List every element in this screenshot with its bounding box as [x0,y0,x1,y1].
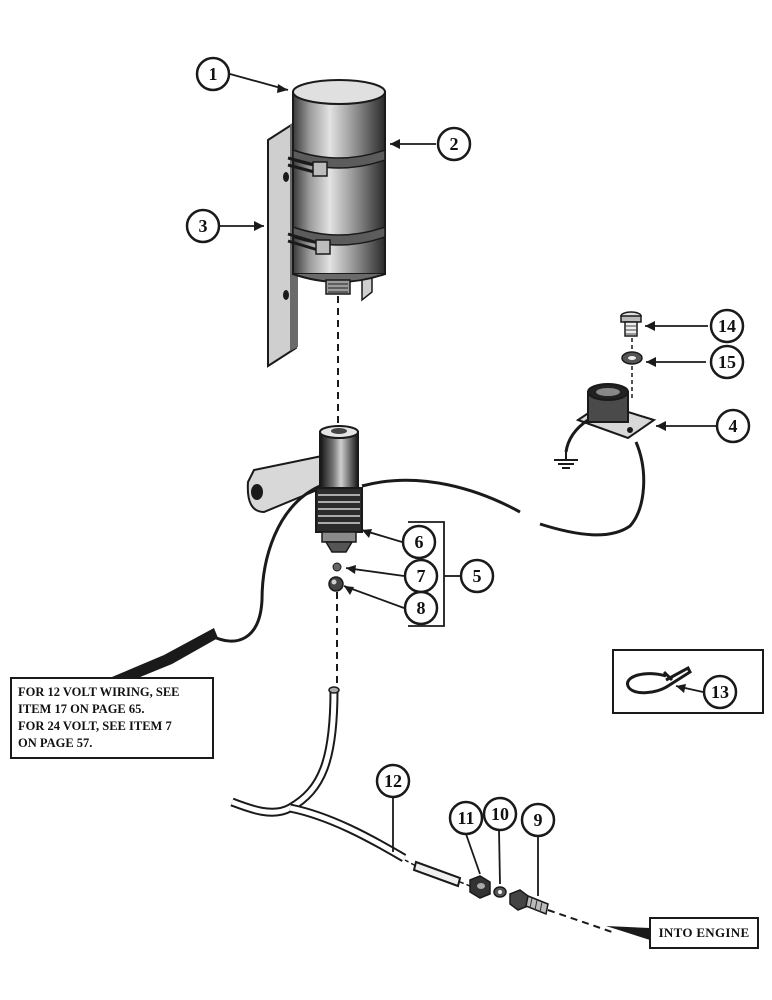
callout-4: 4 [715,408,751,444]
callout-15: 15 [709,344,745,380]
connector-to-engine-line [547,909,613,933]
callout-6: 6 [401,524,437,560]
tie-strap [626,665,692,695]
svg-text:11: 11 [457,808,474,828]
leader-arrow-13 [676,684,686,693]
leader-arrow-7 [346,565,356,574]
tube-to-nut-line [459,881,471,887]
hose-tube-end [412,860,462,888]
svg-text:6: 6 [415,532,424,552]
svg-text:7: 7 [417,566,426,586]
leader-arrow-4 [656,421,666,431]
leader-arrow-6 [362,529,372,538]
clamp-strap-upper [287,148,386,177]
note-line-2: ITEM 17 ON PAGE 65. [18,702,145,716]
svg-text:2: 2 [450,134,459,154]
svg-text:1: 1 [209,64,218,84]
svg-text:8: 8 [417,598,426,618]
svg-text:14: 14 [718,316,736,336]
svg-text:4: 4 [729,416,738,436]
leader-arrow-8 [344,586,354,595]
callout-5: 5 [459,558,495,594]
ball-seat [328,562,344,592]
callout-12: 12 [375,763,411,799]
ground-symbol [554,452,578,469]
wiring-note: FOR 12 VOLT WIRING, SEE ITEM 17 ON PAGE … [10,677,214,759]
leader-arrow-2 [390,139,400,149]
callout-1: 1 [195,56,231,92]
callout-7: 7 [403,558,439,594]
switch-sender [564,383,657,453]
into-engine-label-box: INTO ENGINE [649,917,759,949]
screw [620,311,642,337]
note-line-1: FOR 12 VOLT WIRING, SEE [18,685,180,699]
leader-arrow-15 [646,357,656,367]
switch-lead [539,441,646,537]
valve-bracket [246,454,323,514]
connector-fitting [509,889,549,916]
callout-10: 10 [482,796,518,832]
note-line-3: FOR 24 VOLT, SEE ITEM 7 [18,719,172,733]
engine-pointer [606,926,650,940]
note-pointer [100,628,218,686]
svg-text:3: 3 [199,216,208,236]
svg-text:9: 9 [534,810,543,830]
svg-text:15: 15 [718,352,736,372]
callout-2: 2 [436,126,472,162]
washer [621,351,643,365]
callout-8: 8 [403,590,439,626]
callout-14: 14 [709,308,745,344]
clamp-strap-lower [287,225,386,255]
leader-arrow-14 [645,321,655,331]
note-line-4: ON PAGE 57. [18,736,93,750]
svg-text:5: 5 [473,566,482,586]
svg-text:12: 12 [384,771,402,791]
callout-3: 3 [185,208,221,244]
wire-to-switch [361,478,521,514]
svg-text:10: 10 [491,804,509,824]
callout-13: 13 [702,674,738,710]
valve-body [315,425,363,553]
hose-to-fitting-line [404,859,417,867]
leader-arrow-3 [254,221,264,231]
reservoir-cylinder [292,79,386,295]
wire-to-note [211,484,321,643]
into-engine-label: INTO ENGINE [658,925,750,940]
callout-9: 9 [520,802,556,838]
tie-strap-box [612,649,764,714]
compression-sleeve [493,886,507,898]
leader-arrow-1 [277,84,288,93]
callout-11: 11 [448,800,484,836]
svg-text:13: 13 [711,682,729,702]
fitting-nut [469,875,491,899]
